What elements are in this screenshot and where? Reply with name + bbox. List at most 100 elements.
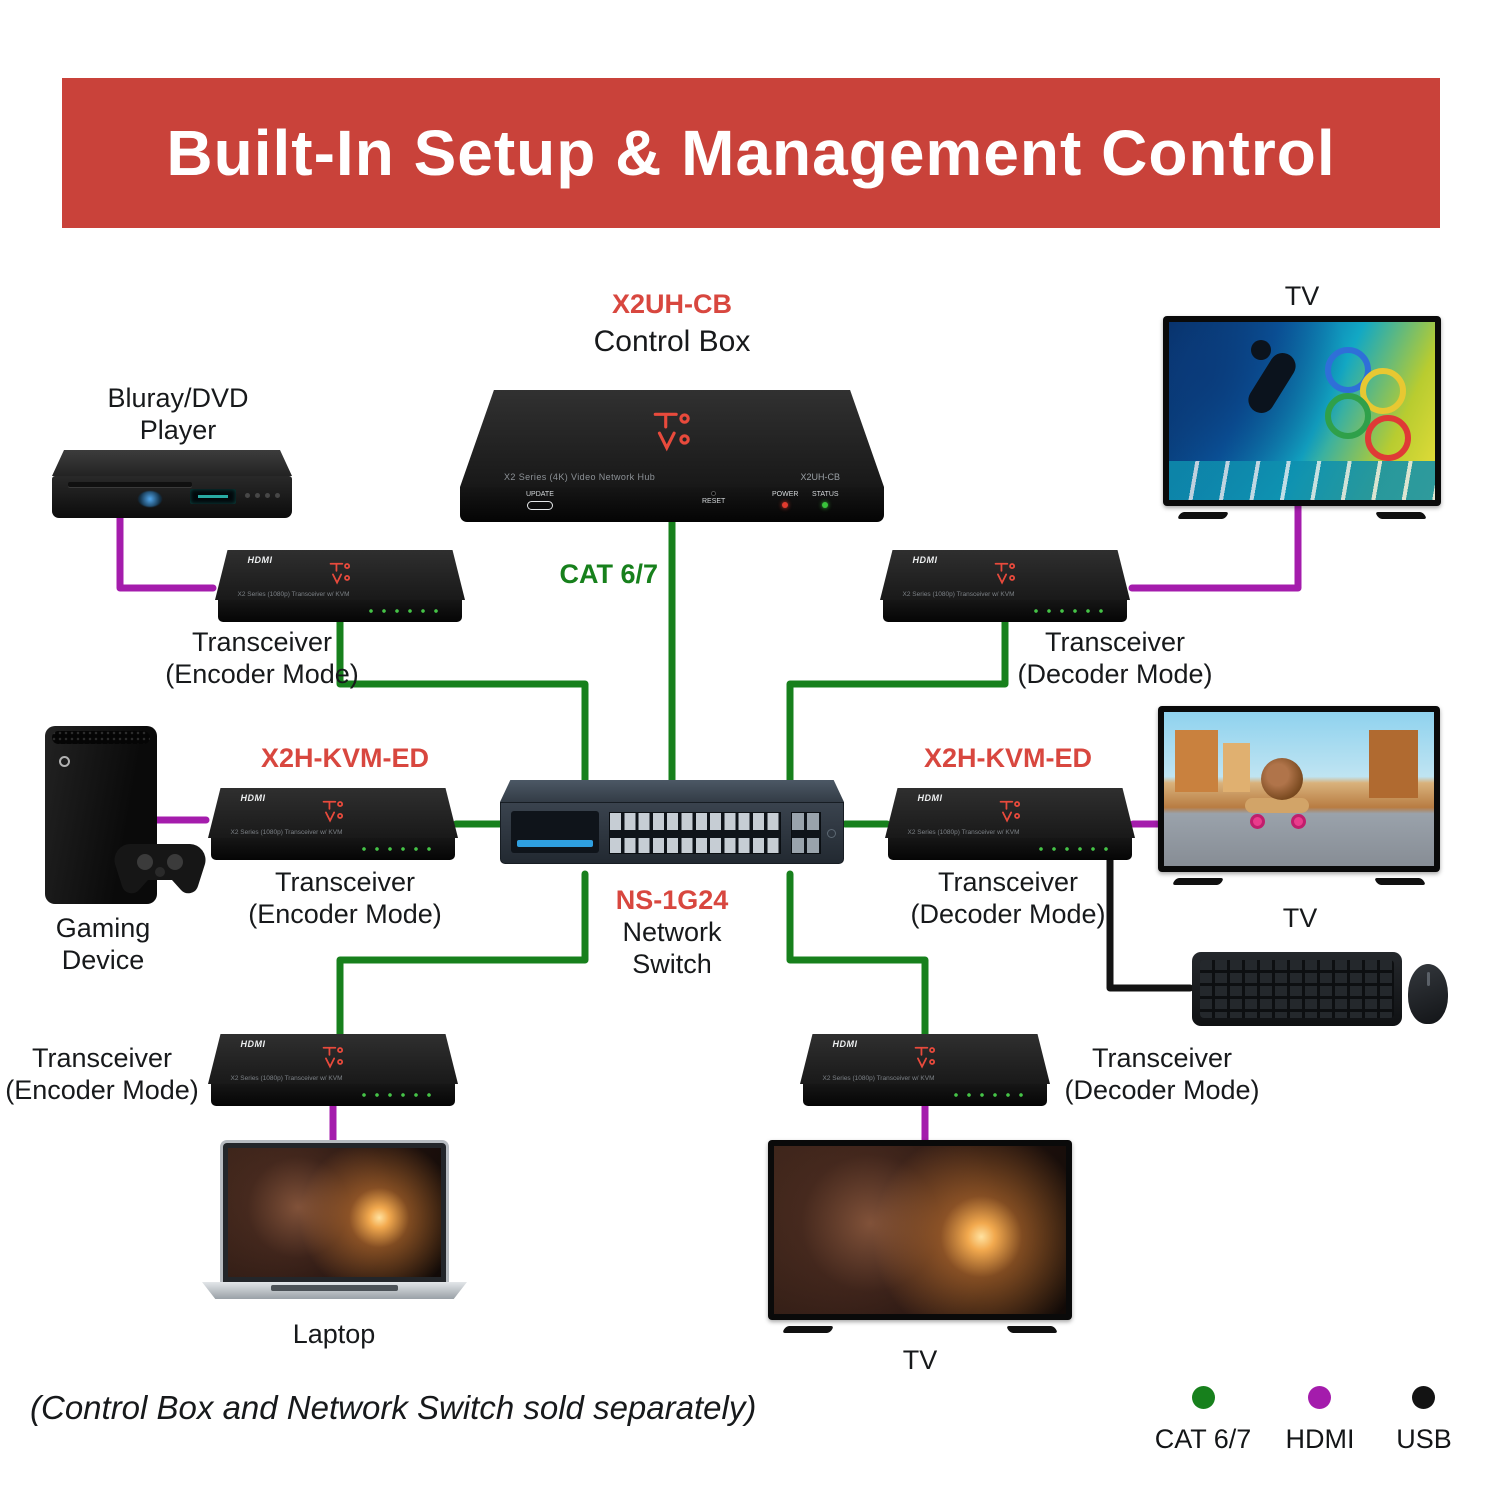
tv-foot-icon	[781, 1326, 835, 1333]
tv-foot-icon	[1171, 878, 1225, 885]
snail-body-icon	[1245, 798, 1309, 814]
legend-cat-dot-icon	[1192, 1386, 1215, 1409]
legend-hdmi-dot-icon	[1308, 1386, 1331, 1409]
building-icon	[1369, 730, 1418, 799]
disc-tray-icon	[68, 482, 192, 487]
running-track-icon	[1169, 460, 1435, 500]
bluray-label-line2: Player	[139, 415, 217, 445]
transceiver-front-panel	[888, 838, 1132, 860]
switch-name-line1: Network	[622, 917, 722, 947]
power-label: POWER	[772, 491, 799, 498]
tv-top-label: TV	[1284, 281, 1320, 311]
encoder2-label-line2: (Encoder Mode)	[248, 899, 442, 929]
hdmi-logo: HDMI	[832, 1039, 858, 1049]
device-panel-text: X2 Series (1080p) Transceiver w/ KVM	[822, 1075, 935, 1082]
status-leds-icon	[361, 1092, 439, 1098]
status-leds-icon	[953, 1092, 1031, 1098]
skate-wheel-icon	[1250, 813, 1266, 829]
control-box-device: X2 Series (4K) Video Network Hub X2UH-CB…	[460, 390, 884, 522]
snail-shell-icon	[1261, 758, 1304, 801]
transceiver-chassis: HDMI X2 Series (1080p) Transceiver w/ KV…	[208, 788, 458, 838]
status-leds-icon	[1038, 846, 1116, 852]
control-box-name-label: Control Box	[593, 325, 751, 358]
usb-port-icon	[526, 501, 553, 510]
tv-foot-icon	[1374, 512, 1428, 519]
laptop-device	[202, 1140, 467, 1299]
legend-usb-label: USB	[1396, 1424, 1452, 1454]
transceiver-front-panel	[211, 1084, 455, 1106]
switch-brand-panel	[511, 811, 599, 853]
transceiver-decoder-bottom-right: HDMI X2 Series (1080p) Transceiver w/ KV…	[800, 1034, 1050, 1106]
control-box-chassis: X2 Series (4K) Video Network Hub X2UH-CB	[460, 390, 884, 487]
update-label: UPDATE	[526, 491, 554, 498]
tv-foot-icon	[1005, 1326, 1059, 1333]
decoder2-label-line2: (Decoder Mode)	[910, 899, 1106, 929]
hdmi-logo: HDMI	[247, 555, 273, 565]
transceiver-chassis: HDMI X2 Series (1080p) Transceiver w/ KV…	[885, 788, 1135, 838]
legend-usb-dot-icon	[1412, 1386, 1435, 1409]
olympic-ring-icon	[1325, 346, 1372, 393]
device-panel-model: X2UH-CB	[800, 472, 840, 482]
tv-stand	[768, 1320, 1072, 1333]
status-led-icon	[822, 502, 829, 508]
decoder3-label-line1: Transceiver	[1091, 1043, 1233, 1073]
tv-screen	[1164, 712, 1434, 866]
kvm-model-label-right: X2H-KVM-ED	[923, 743, 1092, 773]
hdmi-logo: HDMI	[912, 555, 938, 565]
brand-logo-icon	[320, 1043, 346, 1069]
encoder1-label-line1: Transceiver	[191, 627, 333, 657]
update-port: UPDATE	[526, 491, 554, 510]
laptop-keyboard-deck	[202, 1282, 467, 1299]
switch-chassis-top	[500, 780, 844, 802]
switch-name-line2: Switch	[632, 949, 712, 979]
page-title: Built-In Setup & Management Control	[166, 117, 1336, 189]
brand-logo-icon	[649, 406, 695, 452]
status-leds-icon	[1033, 608, 1111, 614]
tv-bottom-device	[768, 1140, 1072, 1333]
laptop-label: Laptop	[292, 1319, 376, 1349]
ethernet-ports-icon	[609, 812, 781, 854]
legend-hdmi-label: HDMI	[1285, 1424, 1355, 1454]
transceiver-front-panel	[211, 838, 455, 860]
console-power-icon	[59, 756, 70, 767]
transceiver-encoder-top-left: HDMI X2 Series (1080p) Transceiver w/ KV…	[215, 550, 465, 622]
skate-wheel-icon	[1290, 813, 1306, 829]
device-panel-text: X2 Series (1080p) Transceiver w/ KVM	[230, 829, 343, 836]
brand-logo-icon	[320, 797, 346, 823]
tv-mid-device	[1158, 706, 1440, 885]
tv-screen	[1169, 322, 1435, 500]
switch-model-label: NS-1G24	[615, 885, 729, 915]
keyboard-device	[1192, 952, 1402, 1026]
tv-foot-icon	[1373, 878, 1427, 885]
transceiver-encoder-bottom-left: HDMI X2 Series (1080p) Transceiver w/ KV…	[208, 1034, 458, 1106]
power-socket-icon	[827, 829, 836, 838]
hdmi-logo: HDMI	[240, 793, 266, 803]
transceiver-front-panel	[218, 600, 462, 622]
tv-frame	[1163, 316, 1441, 506]
transceiver-encoder-mid-left: HDMI X2 Series (1080p) Transceiver w/ KV…	[208, 788, 458, 860]
tv-frame	[768, 1140, 1072, 1320]
encoder1-label-line2: (Encoder Mode)	[165, 659, 359, 689]
athlete-figure-icon	[1243, 348, 1301, 419]
control-box-front-panel: UPDATE RESET POWER STATUS	[460, 487, 884, 522]
olympic-ring-icon	[1325, 393, 1372, 440]
olympic-ring-icon	[1359, 368, 1406, 415]
transceiver-front-panel	[883, 600, 1127, 622]
legend-cat-label: CAT 6/7	[1154, 1424, 1252, 1454]
brand-logo-icon	[992, 559, 1018, 585]
olympic-ring-icon	[1365, 414, 1412, 461]
decoder2-label-line1: Transceiver	[937, 867, 1079, 897]
tv-mid-label: TV	[1282, 903, 1318, 933]
decoder1-label-line1: Transceiver	[1044, 627, 1186, 657]
game-controller-icon	[114, 844, 206, 894]
building-icon	[1223, 742, 1251, 793]
device-panel-text: X2 Series (1080p) Transceiver w/ KVM	[237, 591, 350, 598]
reset-pinhole-icon	[711, 491, 717, 496]
status-label: STATUS	[812, 491, 839, 498]
device-panel-text: X2 Series (1080p) Transceiver w/ KVM	[230, 1075, 343, 1082]
encoder2-label-line1: Transceiver	[274, 867, 416, 897]
keyboard-keys-icon	[1200, 960, 1394, 1018]
transceiver-chassis: HDMI X2 Series (1080p) Transceiver w/ KV…	[800, 1034, 1050, 1084]
status-led: STATUS	[812, 491, 839, 508]
